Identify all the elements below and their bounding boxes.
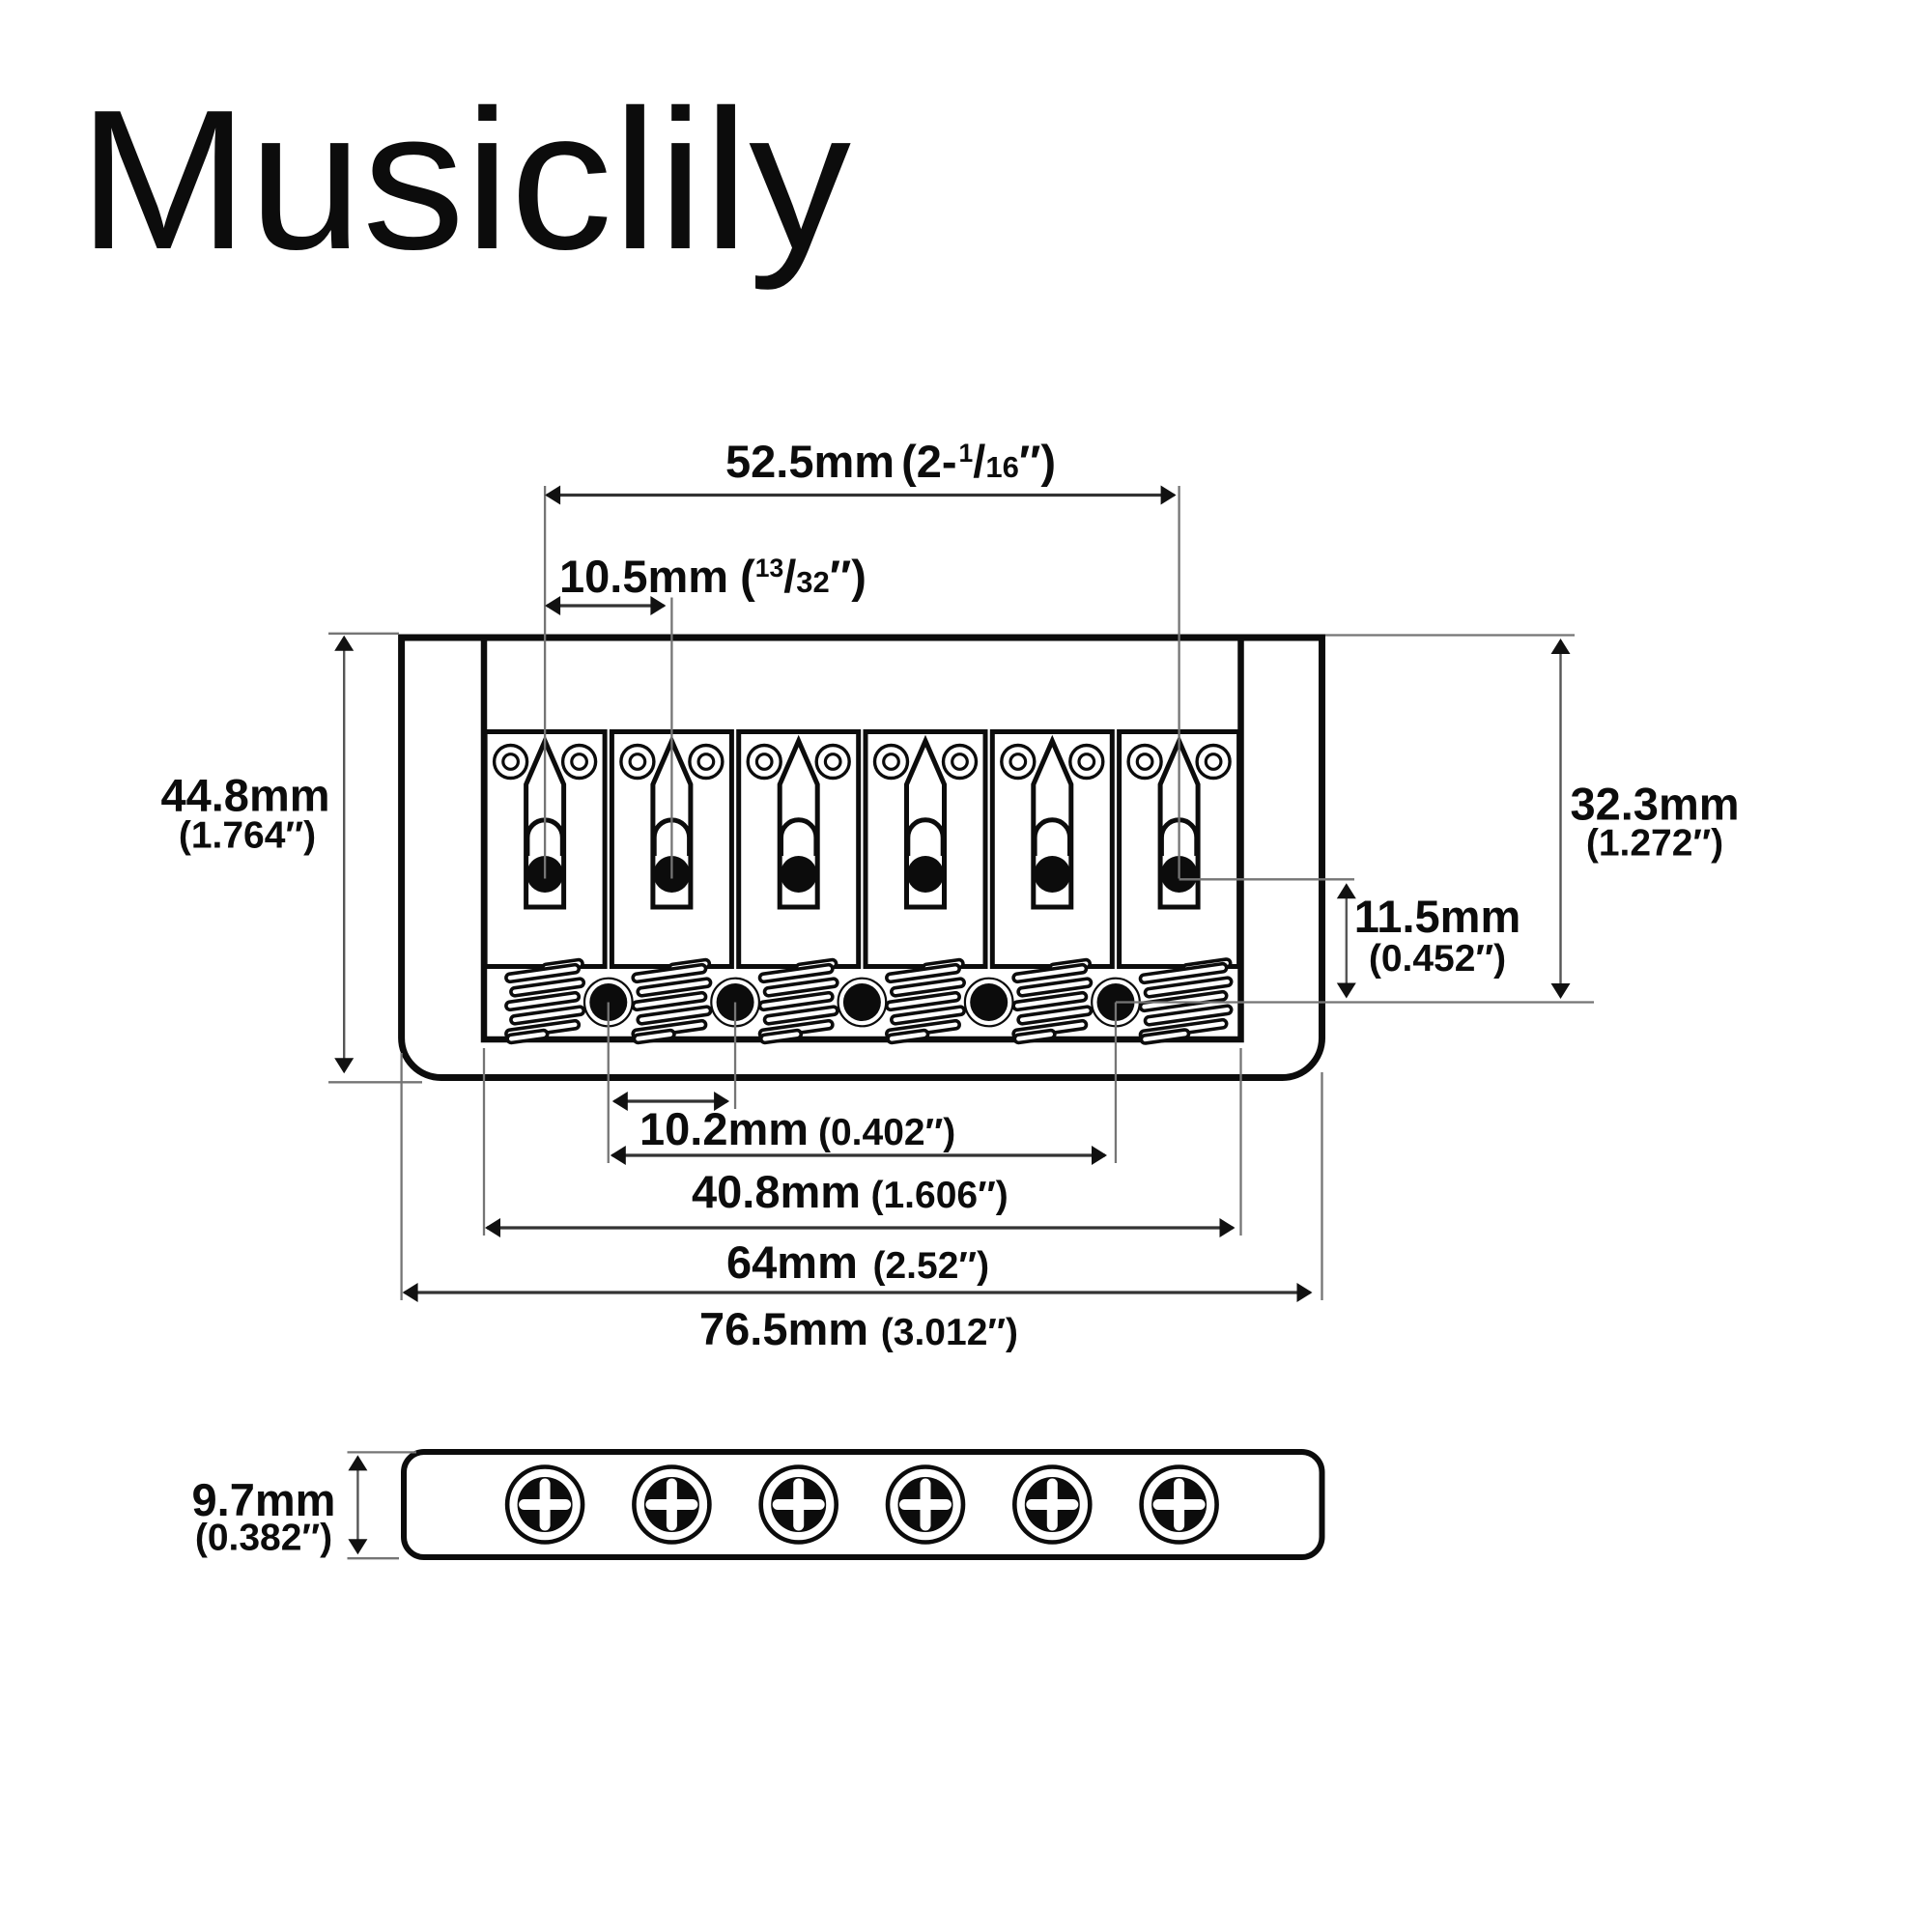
svg-text:(1.764″): (1.764″) xyxy=(179,815,316,857)
svg-text:9.7mm: 9.7mm xyxy=(192,1474,336,1525)
svg-text:40.8mm: 40.8mm xyxy=(692,1166,861,1217)
svg-text:(0.452″): (0.452″) xyxy=(1369,938,1506,980)
svg-text:(1.272″): (1.272″) xyxy=(1586,823,1723,865)
svg-text:32.3mm: 32.3mm xyxy=(1570,778,1739,829)
svg-text:(1.606″): (1.606″) xyxy=(871,1175,1009,1216)
svg-text:44.8mm: 44.8mm xyxy=(160,769,329,820)
svg-text:Musiclily: Musiclily xyxy=(78,69,851,291)
svg-text:10.2mm: 10.2mm xyxy=(639,1103,809,1154)
svg-text:52.5mm(2-1/16″): 52.5mm(2-1/16″) xyxy=(725,436,1056,487)
svg-text:(3.012″): (3.012″) xyxy=(881,1312,1018,1353)
svg-text:76.5mm: 76.5mm xyxy=(699,1303,868,1354)
svg-text:(2.52″): (2.52″) xyxy=(873,1245,990,1287)
svg-text:11.5mm: 11.5mm xyxy=(1354,891,1520,942)
svg-text:(0.382″): (0.382″) xyxy=(195,1518,332,1559)
svg-text:64mm: 64mm xyxy=(726,1236,858,1288)
svg-text:(0.402″): (0.402″) xyxy=(818,1112,955,1153)
